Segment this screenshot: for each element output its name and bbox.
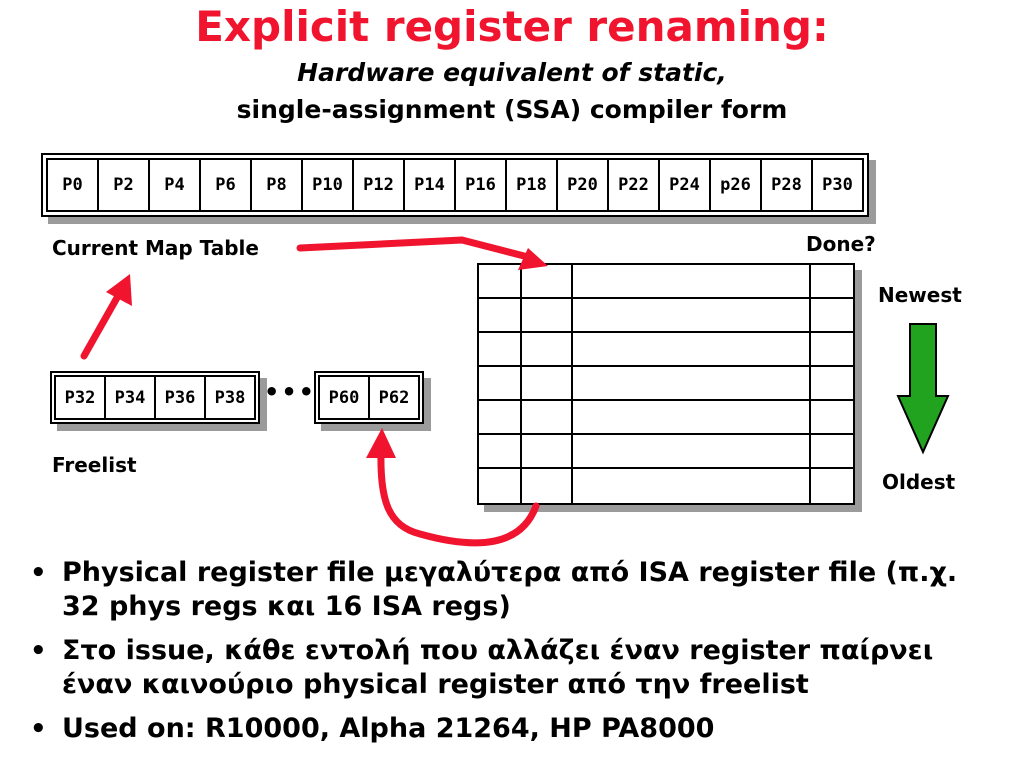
newest-label: Newest: [878, 283, 962, 307]
register-cell: P22: [607, 158, 660, 212]
map-table-label: Current Map Table: [52, 236, 259, 260]
register-cell: P24: [658, 158, 711, 212]
rob-cell: [811, 265, 853, 299]
rob-cell: [479, 469, 522, 503]
map-to-rob-arrow: [296, 236, 536, 262]
register-cell: P6: [199, 158, 252, 212]
rob-cell: [522, 469, 573, 503]
rob-cell: [811, 333, 853, 367]
rob-cell: [522, 299, 573, 333]
slide-title: Explicit register renaming:: [195, 2, 829, 51]
subtitle-line-1: Hardware equivalent of static,: [297, 58, 727, 87]
bullet-list: Physical register file μεγαλύτερα από IS…: [30, 556, 1000, 756]
rob-cell: [573, 299, 811, 333]
subtitle-line-2: single-assignment (SSA) compiler form: [236, 95, 788, 124]
rob-to-freelist-arrowhead: [366, 428, 396, 458]
rob-cell: [573, 401, 811, 435]
freelist-to-map-arrowhead: [106, 274, 132, 306]
rob-cell: [573, 435, 811, 469]
bullet-item: Physical register file μεγαλύτερα από IS…: [30, 556, 1000, 624]
register-cell: P10: [301, 158, 354, 212]
freelist-label: Freelist: [52, 453, 137, 477]
rob-cell: [811, 435, 853, 469]
register-cell: P34: [104, 375, 156, 420]
rob-cell: [573, 333, 811, 367]
register-cell: P4: [148, 158, 201, 212]
register-cell: P8: [250, 158, 303, 212]
rob-cell: [522, 367, 573, 401]
reorder-buffer-grid: [477, 263, 855, 505]
register-cell: P12: [352, 158, 405, 212]
register-cell: P36: [154, 375, 206, 420]
rob-cell: [522, 333, 573, 367]
rob-cell: [479, 265, 522, 299]
rob-cell: [573, 469, 811, 503]
done-label: Done?: [806, 232, 876, 256]
rob-cell: [811, 469, 853, 503]
rob-cell: [573, 265, 811, 299]
register-cell: P2: [97, 158, 150, 212]
freelist-ellipsis: •••: [264, 378, 317, 406]
register-cell: P32: [54, 375, 106, 420]
rob-cell: [479, 333, 522, 367]
register-cell: P20: [556, 158, 609, 212]
rob-cell: [811, 299, 853, 333]
rob-cell: [479, 435, 522, 469]
register-cell: P62: [368, 375, 420, 420]
rob-cell: [811, 401, 853, 435]
register-cell: P18: [505, 158, 558, 212]
rob-cell: [479, 401, 522, 435]
rob-cell: [573, 367, 811, 401]
green-down-arrow: [896, 323, 950, 455]
rob-cell: [522, 435, 573, 469]
register-cell: P0: [46, 158, 99, 212]
rob-cell: [479, 367, 522, 401]
register-cell: P38: [204, 375, 256, 420]
register-cell: P14: [403, 158, 456, 212]
rob-cell: [811, 367, 853, 401]
register-cell: P30: [811, 158, 864, 212]
register-cell: p26: [709, 158, 762, 212]
oldest-label: Oldest: [882, 470, 956, 494]
bullet-item: Used on: R10000, Alpha 21264, HP PA8000: [30, 712, 1000, 746]
register-cell: P28: [760, 158, 813, 212]
rob-cell: [522, 265, 573, 299]
bullet-item: Στο issue, κάθε εντολή που αλλάζει έναν …: [30, 634, 1000, 702]
register-cell: P60: [318, 375, 370, 420]
register-cell: P16: [454, 158, 507, 212]
freelist-to-map-arrow: [80, 292, 122, 360]
rob-cell: [522, 401, 573, 435]
rob-cell: [479, 299, 522, 333]
